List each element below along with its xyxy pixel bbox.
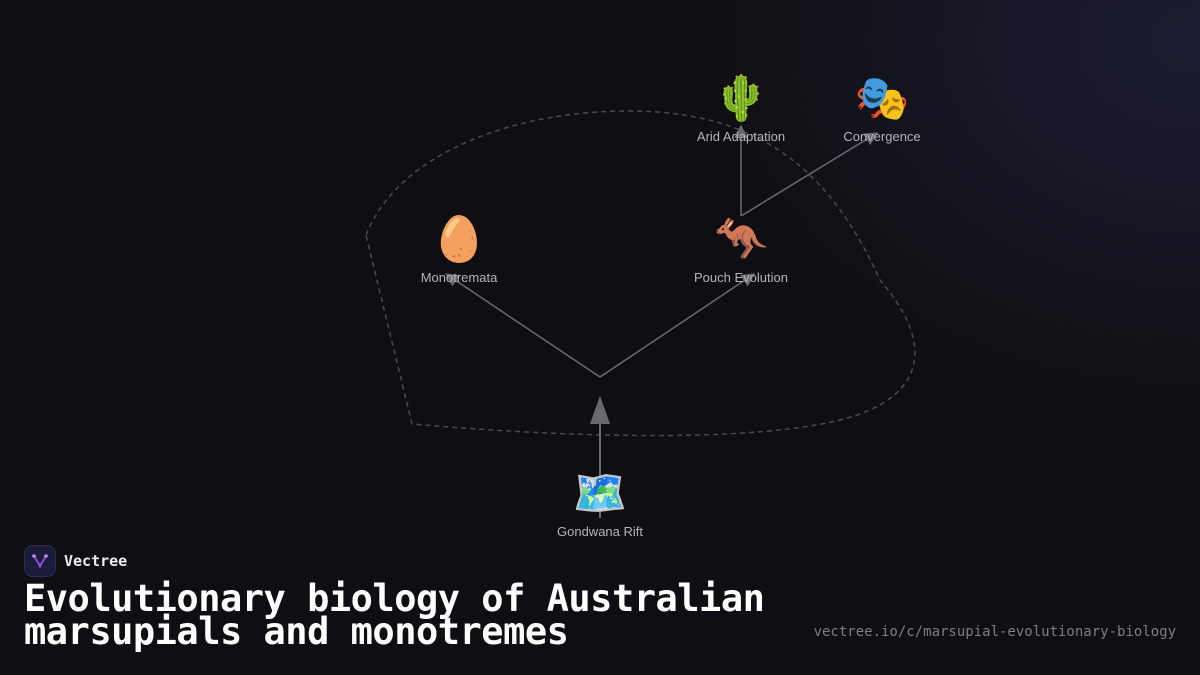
node-label-arid-adaptation: Arid Adaptation <box>696 129 786 144</box>
node-label-monotremata: Monotremata <box>420 270 498 285</box>
node-label-pouch-evolution: Pouch Evolution <box>694 270 788 285</box>
theater-masks-icon: 🎭 <box>854 73 910 124</box>
page-url[interactable]: vectree.io/c/marsupial-evolutionary-biol… <box>813 624 1176 640</box>
edge-pouch-convergence <box>740 132 879 217</box>
vectree-logo-icon <box>24 545 56 577</box>
edge-gondwana-monotremata <box>444 273 601 378</box>
brand[interactable]: Vectree <box>24 544 127 578</box>
cluster-boundary <box>365 110 916 437</box>
node-pouch-evolution[interactable]: 🦘 Pouch Evolution <box>661 214 821 285</box>
brand-name: Vectree <box>64 552 128 570</box>
map-icon: 🗺️ <box>572 468 628 519</box>
kangaroo-icon: 🦘 <box>713 214 769 265</box>
cactus-icon: 🌵 <box>713 73 769 124</box>
node-monotremata[interactable]: 🥚 Monotremata <box>379 214 539 285</box>
egg-icon: 🥚 <box>431 214 487 265</box>
edge-gondwana-pouch <box>599 273 756 378</box>
node-arid-adaptation[interactable]: 🌵 Arid Adaptation <box>661 73 821 144</box>
edge-gondwana-arrowhead <box>590 396 610 424</box>
node-label-gondwana-rift: Gondwana Rift <box>557 524 643 539</box>
node-gondwana-rift[interactable]: 🗺️ Gondwana Rift <box>520 468 680 539</box>
node-label-convergence: Convergence <box>843 129 921 144</box>
page-title: Evolutionary biology of Australian marsu… <box>24 577 765 653</box>
node-convergence[interactable]: 🎭 Convergence <box>802 73 962 144</box>
